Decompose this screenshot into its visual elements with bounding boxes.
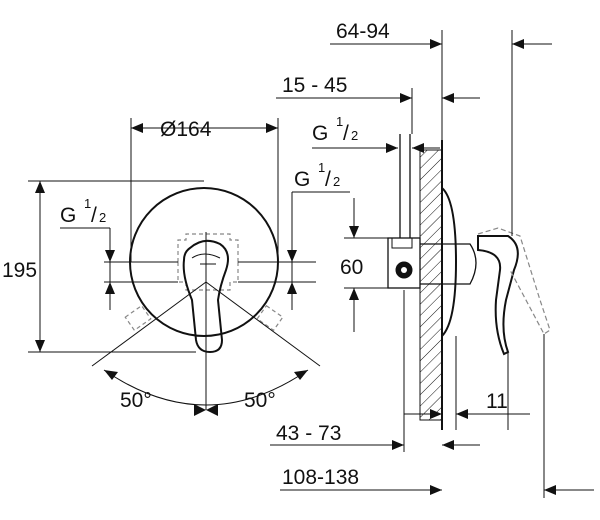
side-view: 64-94 15 - 45 G 1 / 2 60	[270, 20, 594, 498]
dim-11-arrow-left	[430, 409, 442, 419]
angle-arrow-right	[294, 370, 308, 380]
dim-60-arrow-bottom	[349, 288, 359, 300]
thread-label-top: G 1 / 2	[312, 114, 358, 145]
dim-15-45-arrow-left	[400, 93, 412, 103]
diameter-arrow-left	[131, 123, 143, 133]
cartridge-body	[420, 243, 477, 285]
angle-line-right	[205, 281, 321, 367]
svg-text:2: 2	[99, 210, 106, 225]
svg-text:/: /	[91, 204, 97, 227]
thread-top-arrow	[386, 143, 398, 153]
rosette-profile	[441, 187, 458, 337]
svg-text:/: /	[343, 122, 349, 145]
height-label: 195	[2, 259, 37, 282]
svg-text:2: 2	[333, 174, 340, 189]
thread-right-arrow-bottom	[287, 282, 297, 294]
height-arrow-bottom	[35, 340, 45, 352]
thread-left-arrow-top	[105, 250, 115, 262]
front-view: Ø164 195 G 1 / 2 G 1 / 2 50° 50	[2, 118, 350, 416]
svg-text:G: G	[294, 168, 310, 191]
dim-43-73-label: 43 - 73	[276, 422, 341, 445]
angle-arrow-center-r	[206, 404, 218, 416]
dim-15-45-arrow-right	[442, 93, 454, 103]
dim-15-45-label: 15 - 45	[282, 74, 347, 97]
svg-text:1: 1	[318, 160, 325, 175]
svg-text:G: G	[312, 122, 328, 145]
dim-11-arrow-right	[456, 409, 468, 419]
connection-port-inner	[401, 267, 407, 273]
angle-arrow-left	[104, 370, 118, 380]
lever-ghost	[477, 227, 551, 335]
thread-left-arrow-bottom	[105, 282, 115, 294]
dim-108-138-arrow-left	[430, 485, 442, 495]
dim-60-label: 60	[340, 256, 363, 279]
angle-arc	[103, 369, 309, 406]
thread-connection-outline	[177, 233, 239, 291]
right-thread-boss	[256, 304, 284, 332]
thread-right-arrow-top	[287, 250, 297, 262]
dim-11-label: 11	[486, 390, 508, 413]
dim-64-94-arrow-right	[512, 39, 524, 49]
thread-label-left: G 1 / 2	[60, 196, 106, 227]
angle-label-right: 50°	[244, 389, 276, 412]
thread-label-right: G 1 / 2	[294, 160, 340, 191]
diameter-label: Ø164	[160, 118, 212, 141]
lever-profile	[477, 235, 519, 356]
dim-43-73-arrow-right	[442, 440, 454, 450]
dim-64-94-label: 64-94	[336, 20, 390, 43]
dim-64-94-arrow-left	[430, 39, 442, 49]
valve-body-top	[391, 237, 413, 249]
svg-text:1: 1	[336, 114, 343, 129]
dim-108-138-arrow-right	[544, 485, 556, 495]
angle-label-left: 50°	[120, 389, 152, 412]
svg-text:1: 1	[84, 196, 91, 211]
thread-top-arrow-right	[412, 143, 424, 153]
lever-top-arc	[191, 253, 221, 259]
svg-text:/: /	[325, 168, 331, 191]
wall-hatch	[419, 149, 443, 421]
dim-108-138-label: 108-138	[282, 466, 359, 489]
dim-43-73-arrow-left	[392, 440, 404, 450]
angle-arrow-center-l	[194, 404, 206, 416]
dim-60-arrow-top	[349, 226, 359, 238]
svg-text:2: 2	[351, 128, 358, 143]
angle-line-left	[91, 281, 207, 367]
diameter-arrow-right	[266, 123, 278, 133]
height-arrow-top	[35, 181, 45, 193]
svg-text:G: G	[60, 204, 76, 227]
lever-handle	[182, 239, 229, 354]
